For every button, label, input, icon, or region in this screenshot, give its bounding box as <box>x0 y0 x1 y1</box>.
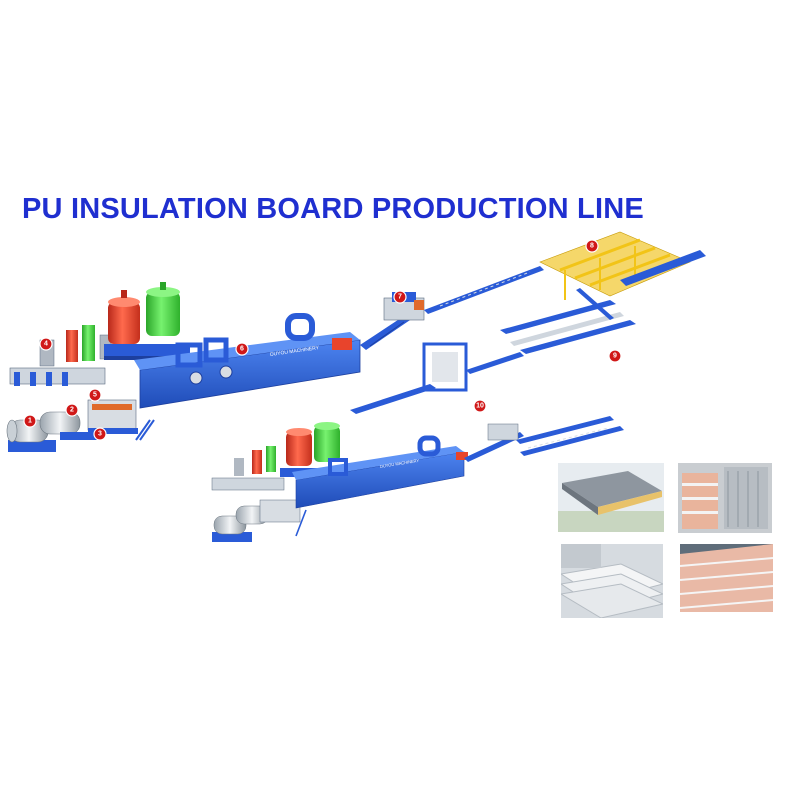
pink-core-panel-edges-photo <box>680 544 773 612</box>
upper-run-out-conveyor <box>424 266 544 314</box>
upper-packing-frame <box>350 342 524 414</box>
lower-run-out-conveyors <box>464 416 624 462</box>
upper-packing-conveyors <box>500 288 636 354</box>
step-marker-2: 2 <box>65 403 79 417</box>
step-marker-4: 4 <box>39 337 53 351</box>
svg-text:8: 8 <box>590 243 594 250</box>
step-marker-3: 3 <box>93 427 107 441</box>
pink-core-panel-stack-photo <box>678 463 772 533</box>
lower-decoiler <box>212 499 301 542</box>
step-marker-7: 7 <box>393 290 407 304</box>
svg-text:10: 10 <box>476 403 484 410</box>
step-marker-10: 10 <box>473 399 487 413</box>
svg-text:1: 1 <box>28 418 32 425</box>
upper-conveyor <box>360 312 416 350</box>
svg-text:9: 9 <box>613 353 617 360</box>
svg-text:7: 7 <box>398 294 402 301</box>
svg-text:6: 6 <box>240 346 244 353</box>
lower-small-tanks <box>211 446 285 491</box>
white-board-stack-photo <box>561 544 663 618</box>
svg-text:5: 5 <box>93 392 97 399</box>
step-marker-1: 1 <box>23 414 37 428</box>
page-title: PU INSULATION BOARD PRODUCTION LINE <box>22 193 644 225</box>
step-marker-6: 6 <box>235 342 249 356</box>
lower-production-line: OUYOU MACHINERY <box>211 416 624 542</box>
grey-board-photo <box>558 463 664 532</box>
upper-main-tanks <box>104 282 190 360</box>
upper-small-tanks <box>9 325 112 386</box>
svg-text:3: 3 <box>98 431 102 438</box>
step-marker-8: 8 <box>585 239 599 253</box>
svg-text:2: 2 <box>70 407 74 414</box>
upper-auto-stacker <box>539 231 706 300</box>
upper-decoiler <box>6 411 100 452</box>
upper-roll-former <box>87 399 138 434</box>
step-marker-9: 9 <box>608 349 622 363</box>
lower-double-belt-laminator: OUYOU MACHINERY <box>292 435 468 537</box>
lower-machine-label: OUYOU MACHINERY <box>379 458 419 469</box>
svg-text:4: 4 <box>44 341 48 348</box>
upper-production-line: OUYOU MACHINERY <box>6 231 706 452</box>
step-marker-5: 5 <box>88 388 102 402</box>
